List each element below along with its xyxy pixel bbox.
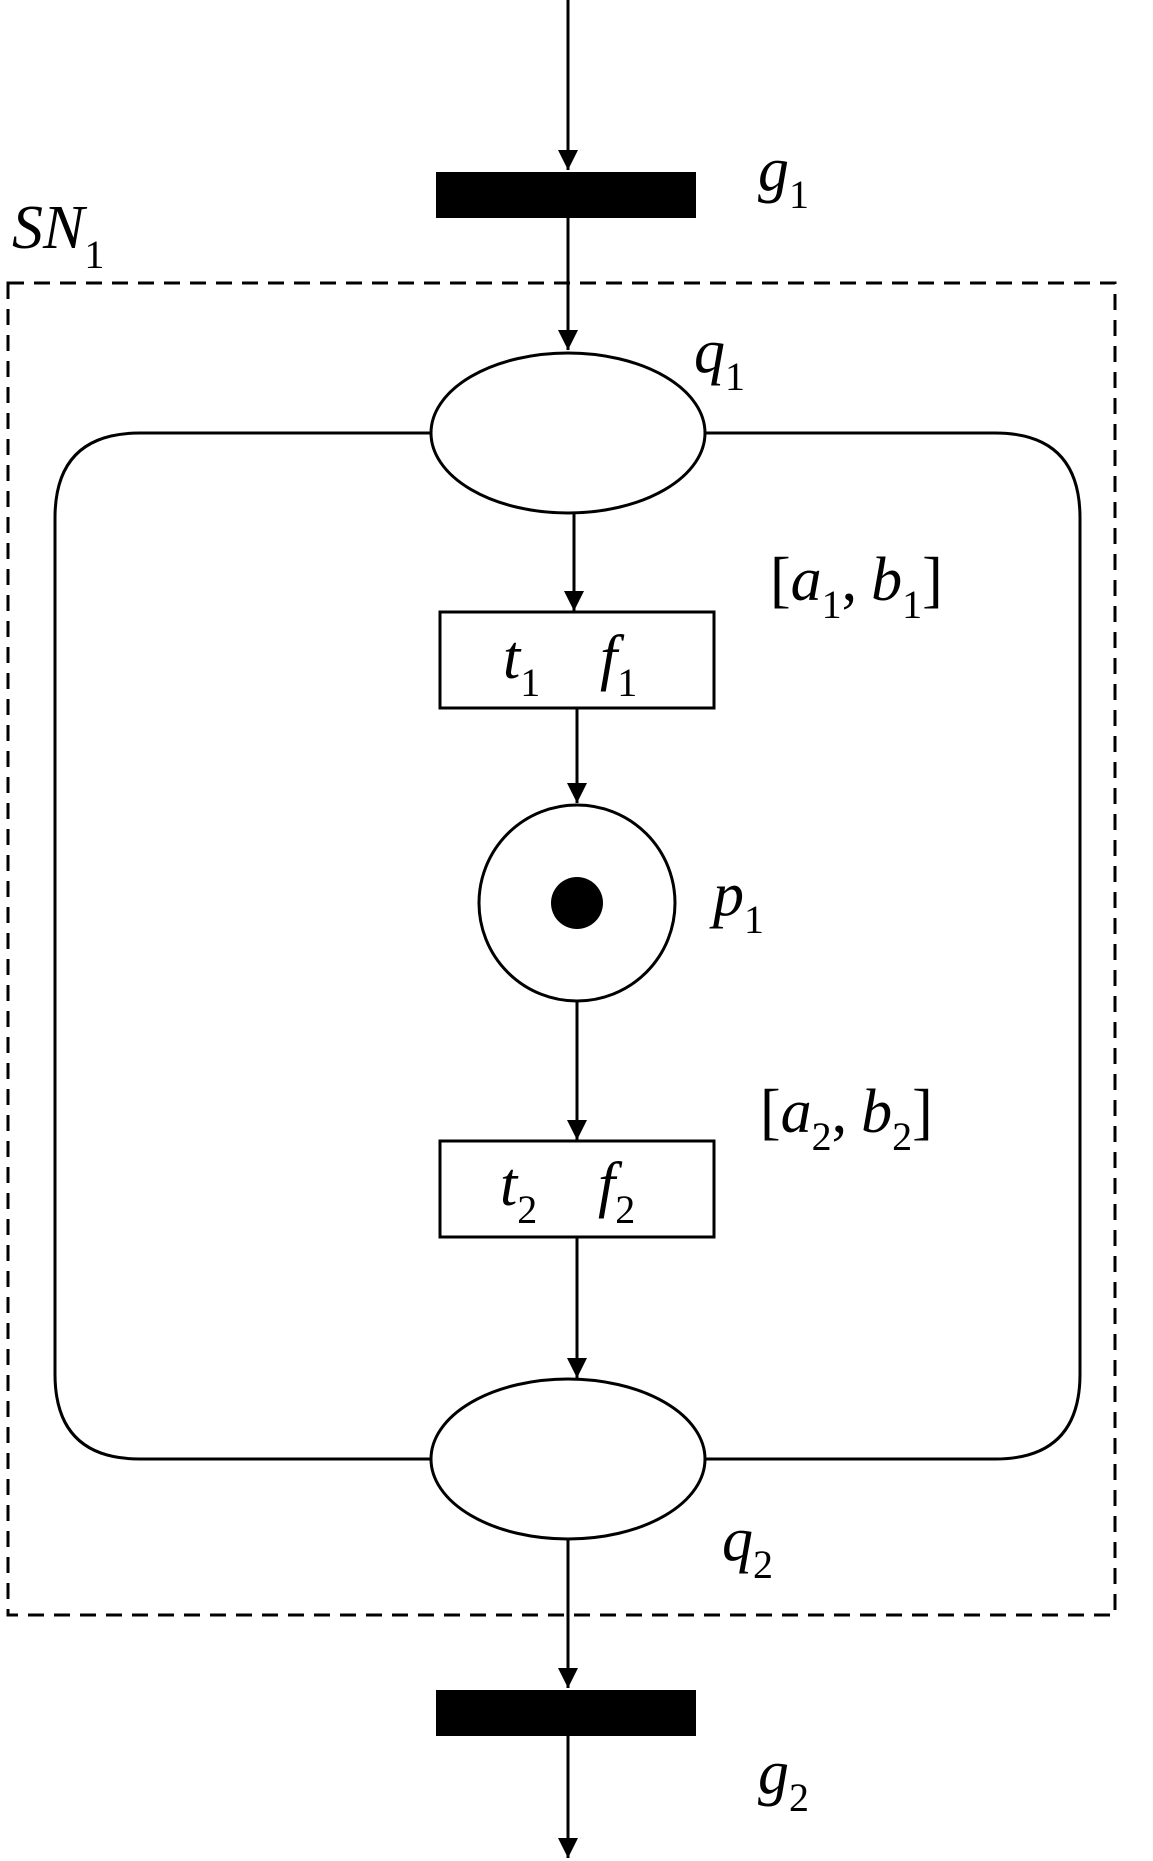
loop-right-arc (705, 431, 1082, 1461)
transition-t2-func-sub: 2 (615, 1187, 635, 1232)
transition-t2-name-sub: 2 (517, 1187, 537, 1232)
gate-g1-label-sub: 1 (789, 172, 809, 217)
t2-interval-a-sub: 2 (812, 1114, 832, 1159)
transition-t1-name-sub: 1 (520, 660, 540, 705)
transition-t1-func-sub: 1 (617, 660, 637, 705)
loop-left-arc (53, 431, 432, 1461)
t1-interval-open: [ (770, 546, 791, 614)
transition-t1-interval: [a1,b1] (770, 546, 943, 627)
t2-interval-b-sub: 2 (892, 1114, 912, 1159)
subnet-label: SN1 (12, 194, 104, 277)
t1-interval-sep: , (842, 546, 858, 614)
transition-t1-name: t1 (503, 624, 540, 705)
place-q1 (429, 351, 707, 515)
t2-interval-sep: , (832, 1078, 848, 1146)
place-q2 (429, 1377, 707, 1541)
transition-t2-name: t2 (500, 1151, 537, 1232)
gate-g2-label-sub: 2 (789, 1775, 809, 1820)
gate-g1 (436, 172, 696, 218)
gate-g1-label: g1 (758, 136, 809, 217)
place-q1-label-base: q (694, 318, 725, 386)
subnet-label-base: SN (12, 194, 88, 262)
gate-g2-label: g2 (758, 1739, 809, 1820)
t1-interval-b: b (871, 546, 902, 614)
token (551, 877, 603, 929)
transition-t2-name-base: t (500, 1151, 519, 1219)
subnet-boundary (6, 281, 1117, 1617)
t1-interval-a: a (791, 546, 822, 614)
place-q2-label: q2 (722, 1506, 773, 1587)
t2-interval-close: ] (912, 1078, 933, 1146)
gate-g2-label-base: g (758, 1739, 789, 1807)
place-q1-label: q1 (694, 318, 745, 399)
t2-interval-b: b (861, 1078, 892, 1146)
gate-g2 (436, 1690, 696, 1736)
transition-t1 (438, 610, 716, 710)
subnet-label-sub: 1 (84, 232, 104, 277)
t2-interval-open: [ (760, 1078, 781, 1146)
t1-interval-b-sub: 1 (902, 582, 922, 627)
transition-t2 (438, 1139, 716, 1239)
t1-interval-close: ] (922, 546, 943, 614)
place-q1-label-sub: 1 (725, 354, 745, 399)
transition-t2-interval: [a2,b2] (760, 1078, 933, 1159)
gate-g1-label-base: g (758, 136, 789, 204)
t2-interval-a: a (781, 1078, 812, 1146)
place-p1-label-sub: 1 (744, 897, 764, 942)
place-p1-label: p1 (709, 861, 764, 942)
transition-t1-name-base: t (503, 624, 522, 692)
place-p1-label-base: p (709, 861, 744, 929)
t1-interval-a-sub: 1 (822, 582, 842, 627)
place-q2-label-sub: 2 (753, 1542, 773, 1587)
place-q2-label-base: q (722, 1506, 753, 1574)
